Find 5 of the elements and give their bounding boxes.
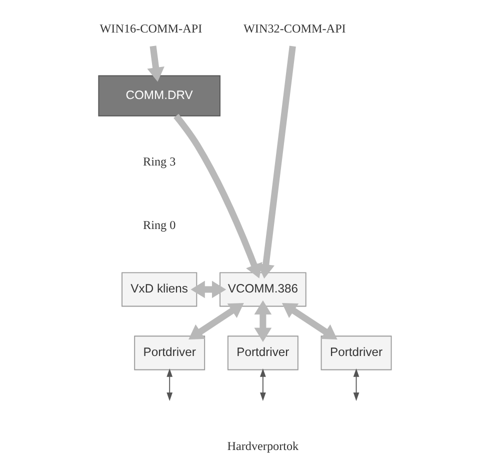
label: Hardverportok <box>227 439 299 454</box>
label: Ring 0 <box>142 218 176 232</box>
node-text: WIN16-COMM-API <box>100 21 202 36</box>
label: Ring 3 <box>142 154 176 169</box>
node-text: WIN32-COMM-API <box>243 21 346 36</box>
